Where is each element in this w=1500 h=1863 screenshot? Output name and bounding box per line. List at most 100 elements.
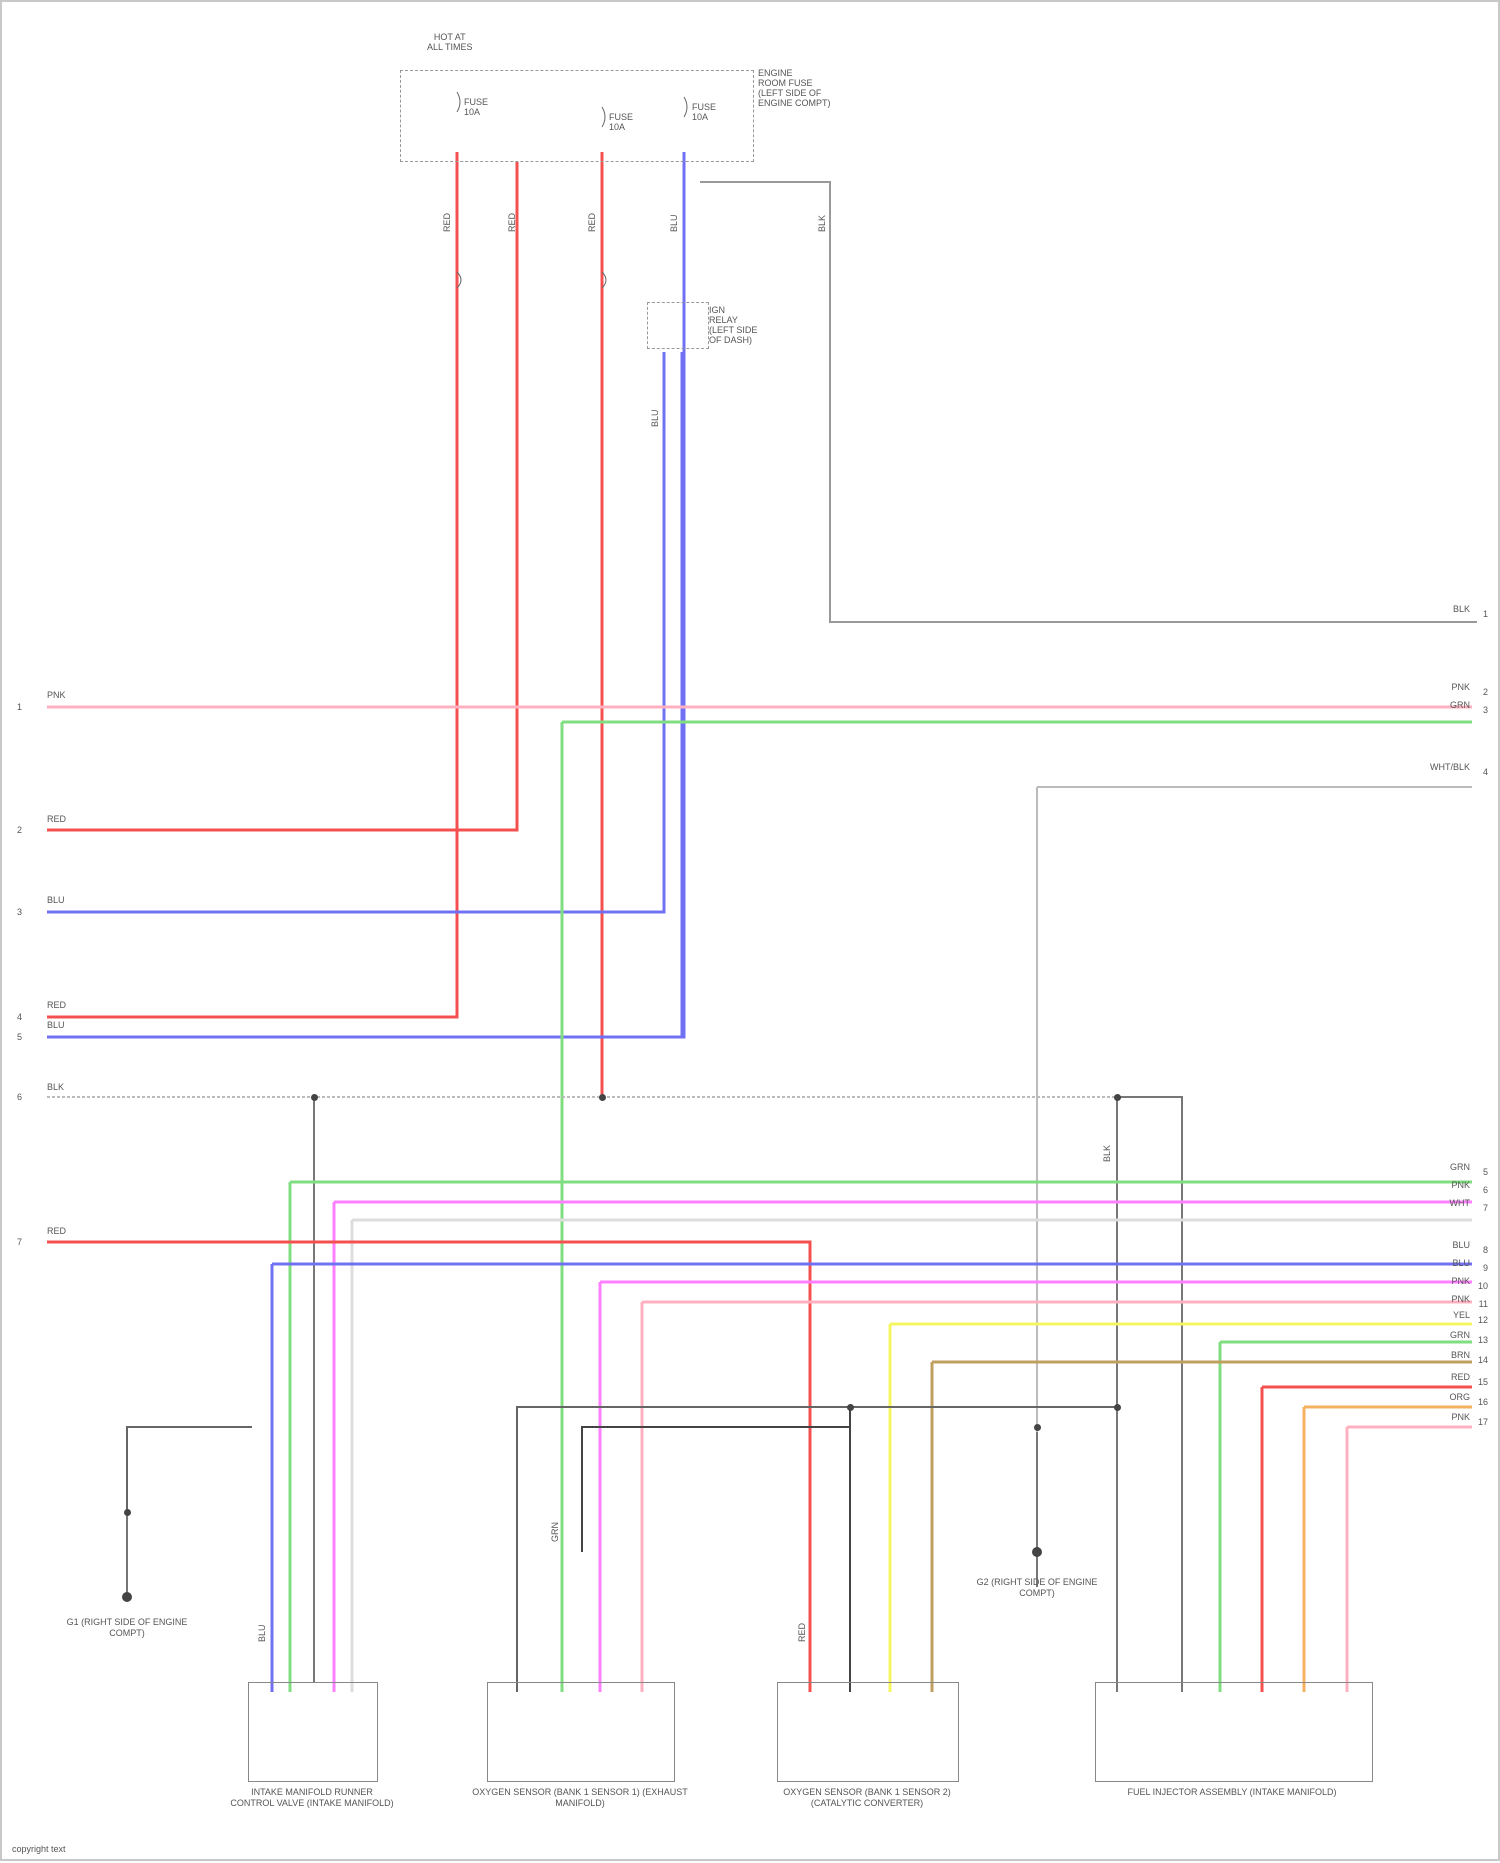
wire-red-3 bbox=[1262, 1387, 1472, 1692]
right-wire-label: WHT bbox=[1450, 1198, 1471, 1208]
right-pin-number: 2 bbox=[1483, 687, 1488, 697]
left-wire-3: BLU bbox=[47, 895, 65, 905]
vwire-label-8: BLU bbox=[257, 1624, 267, 1642]
wire-blk-g1 bbox=[127, 1427, 252, 1512]
wire-blu-fuse3 bbox=[47, 152, 684, 1037]
vwire-label-4: BLU bbox=[669, 214, 679, 232]
vwire-label-5: BLU bbox=[650, 409, 660, 427]
component-caption-2: OXYGEN SENSOR (BANK 1 SENSOR 1) (EXHAUST… bbox=[472, 1787, 688, 1809]
right-pin-number: 17 bbox=[1478, 1417, 1488, 1427]
vwire-label-9: RED bbox=[797, 1623, 807, 1642]
left-wire-2: RED bbox=[47, 814, 66, 824]
right-pin-number: 14 bbox=[1478, 1355, 1488, 1365]
component-caption-3: OXYGEN SENSOR (BANK 1 SENSOR 2) (CATALYT… bbox=[762, 1787, 972, 1809]
wire-grn-2 bbox=[290, 1182, 1472, 1692]
right-wire-label: PNK bbox=[1451, 682, 1470, 692]
relay-outline bbox=[647, 302, 709, 349]
fuse-label-1: FUSE 10A bbox=[464, 97, 488, 117]
wire-blu-2 bbox=[272, 1264, 1472, 1692]
left-pin-4: 4 bbox=[17, 1012, 22, 1022]
vwire-label-10: BLK bbox=[1102, 1145, 1112, 1162]
right-pin-number: 10 bbox=[1478, 1281, 1488, 1291]
left-pin-5: 5 bbox=[17, 1032, 22, 1042]
footer-text: copyright text bbox=[12, 1844, 66, 1854]
right-pin-number: 16 bbox=[1478, 1397, 1488, 1407]
splice-node-7 bbox=[124, 1509, 131, 1516]
right-pin-number: 9 bbox=[1483, 1263, 1488, 1273]
vwire-label-2: RED bbox=[507, 213, 517, 232]
right-wire-label: PNK bbox=[1451, 1180, 1470, 1190]
wire-org bbox=[1304, 1407, 1472, 1692]
right-wire-label: PNK bbox=[1451, 1412, 1470, 1422]
fuse-label-3: FUSE 10A bbox=[692, 102, 716, 122]
left-pin-2: 2 bbox=[17, 825, 22, 835]
left-pin-6: 6 bbox=[17, 1092, 22, 1102]
component-box-3 bbox=[777, 1682, 959, 1782]
ground-g1-caption: G1 (RIGHT SIDE OF ENGINE COMPT) bbox=[62, 1617, 192, 1639]
left-pin-7: 7 bbox=[17, 1237, 22, 1247]
right-wire-label: PNK bbox=[1451, 1294, 1470, 1304]
wire-red-fuse1b bbox=[47, 162, 517, 830]
right-wire-label: ORG bbox=[1449, 1392, 1470, 1402]
right-wire-label: YEL bbox=[1453, 1310, 1470, 1320]
ground-g2-icon bbox=[1032, 1547, 1042, 1557]
component-box-4 bbox=[1095, 1682, 1373, 1782]
splice-node-4 bbox=[847, 1404, 854, 1411]
right-pin-number: 15 bbox=[1478, 1377, 1488, 1387]
component-caption-4: FUEL INJECTOR ASSEMBLY (INTAKE MANIFOLD) bbox=[1112, 1787, 1352, 1798]
vwire-label-1: RED bbox=[442, 213, 452, 232]
right-pin-number: 8 bbox=[1483, 1245, 1488, 1255]
fuse-box-header: HOT AT ALL TIMES bbox=[427, 32, 473, 52]
splice-node-3 bbox=[1114, 1094, 1121, 1101]
right-wire-label: WHT/BLK bbox=[1430, 762, 1470, 772]
right-pin-number: 7 bbox=[1483, 1203, 1488, 1213]
wire-blk-right bbox=[1117, 1097, 1182, 1692]
right-wire-label: BLU bbox=[1452, 1258, 1470, 1268]
left-wire-1: PNK bbox=[47, 690, 66, 700]
left-wire-6: BLK bbox=[47, 1082, 64, 1092]
wire-gry-top bbox=[700, 182, 1477, 622]
left-pin-1: 1 bbox=[17, 702, 22, 712]
wire-brn bbox=[932, 1362, 1472, 1692]
right-pin-number: 3 bbox=[1483, 705, 1488, 715]
right-wire-label: GRN bbox=[1450, 1162, 1470, 1172]
vwire-label-6: BLK bbox=[817, 215, 827, 232]
right-wire-label: BLU bbox=[1452, 1240, 1470, 1250]
splice-node-2 bbox=[599, 1094, 606, 1101]
wire-blk-mid bbox=[517, 1407, 1117, 1692]
right-wire-label: RED bbox=[1451, 1372, 1470, 1382]
right-wire-label: GRN bbox=[1450, 700, 1470, 710]
splice-node-1 bbox=[311, 1094, 318, 1101]
right-wire-label: BRN bbox=[1451, 1350, 1470, 1360]
fuse-label-2: FUSE 10A bbox=[609, 112, 633, 132]
right-pin-number: 4 bbox=[1483, 767, 1488, 777]
right-pin-number: 1 bbox=[1483, 609, 1488, 619]
component-box-2 bbox=[487, 1682, 675, 1782]
right-pin-number: 11 bbox=[1479, 1299, 1488, 1309]
ground-g2-caption: G2 (RIGHT SIDE OF ENGINE COMPT) bbox=[972, 1577, 1102, 1599]
left-wire-4: RED bbox=[47, 1000, 66, 1010]
fuse-box-note: ENGINE ROOM FUSE (LEFT SIDE OF ENGINE CO… bbox=[758, 68, 831, 108]
right-wire-label: BLK bbox=[1453, 604, 1470, 614]
vwire-label-3: RED bbox=[587, 213, 597, 232]
right-pin-number: 13 bbox=[1478, 1335, 1488, 1345]
relay-label: IGN RELAY (LEFT SIDE OF DASH) bbox=[709, 305, 757, 345]
wire-red-fuse1 bbox=[47, 152, 457, 1017]
vwire-label-7: GRN bbox=[550, 1522, 560, 1542]
right-wire-label: PNK bbox=[1451, 1276, 1470, 1286]
ground-g1-icon bbox=[122, 1592, 132, 1602]
splice-node-6 bbox=[1034, 1424, 1041, 1431]
wire-pnk-2 bbox=[334, 1202, 1472, 1692]
wire-blu-relay bbox=[47, 352, 664, 912]
left-wire-5: BLU bbox=[47, 1020, 65, 1030]
left-pin-3: 3 bbox=[17, 907, 22, 917]
left-wire-7: RED bbox=[47, 1226, 66, 1236]
right-pin-number: 5 bbox=[1483, 1167, 1488, 1177]
wire-pnk-6 bbox=[1347, 1427, 1472, 1692]
component-caption-1: INTAKE MANIFOLD RUNNER CONTROL VALVE (IN… bbox=[228, 1787, 396, 1809]
splice-node-5 bbox=[1114, 1404, 1121, 1411]
right-pin-number: 6 bbox=[1483, 1185, 1488, 1195]
component-box-1 bbox=[248, 1682, 378, 1782]
